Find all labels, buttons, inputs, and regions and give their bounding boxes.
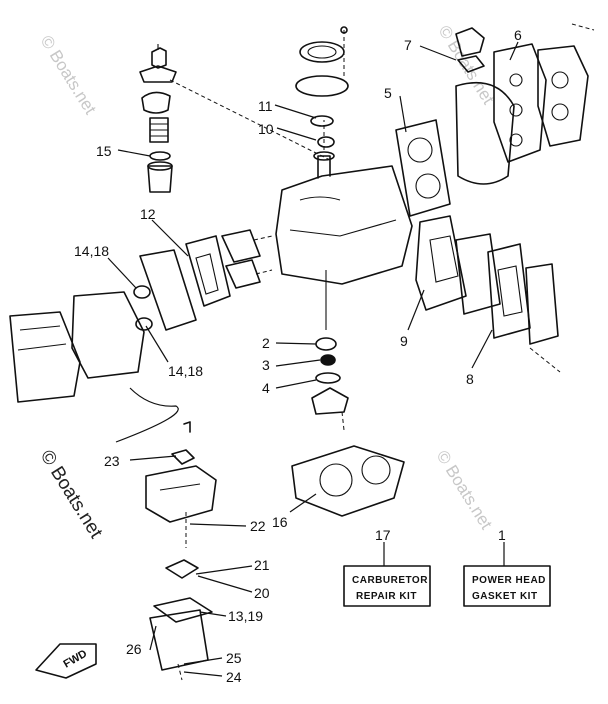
callout-1: 1 xyxy=(498,527,506,543)
callout-7: 7 xyxy=(404,37,412,53)
thermostat-assembly xyxy=(139,44,331,193)
callout-25: 25 xyxy=(226,650,242,666)
head-gasket xyxy=(395,119,451,217)
callout-5: 5 xyxy=(384,85,392,101)
powerhead-kit-line1: POWER HEAD xyxy=(472,575,546,586)
intake-plates xyxy=(415,215,561,373)
lower-seal-stack xyxy=(311,337,349,431)
callout-26: 26 xyxy=(126,641,142,657)
power-head-gasket-kit-box: POWER HEAD GASKET KIT xyxy=(463,542,551,607)
callout-10: 10 xyxy=(258,121,274,137)
cylinder-block xyxy=(275,120,413,330)
watermark-top-right: © Boats.net xyxy=(435,22,498,108)
carburetor-assembly xyxy=(115,387,217,681)
callout-9: 9 xyxy=(400,333,408,349)
watermark-top-left: © Boats.net xyxy=(37,32,100,118)
callout-12: 12 xyxy=(140,206,156,222)
carburetor-kit-line1: CARBURETOR xyxy=(352,575,428,586)
callout-8: 8 xyxy=(466,371,474,387)
callout-24: 24 xyxy=(226,669,242,685)
callout-17: 17 xyxy=(375,527,391,543)
callout-21: 21 xyxy=(254,557,270,573)
watermark-mid-right: © Boats.net xyxy=(433,447,496,533)
carburetor-kit-line2: REPAIR KIT xyxy=(356,591,417,602)
forward-direction-marker: FWD xyxy=(35,643,97,679)
crankcase-left xyxy=(9,249,197,403)
callout-13-19: 13,19 xyxy=(228,608,263,624)
callout-11: 11 xyxy=(258,98,273,114)
callout-4: 4 xyxy=(262,380,270,396)
powerhead-kit-line2: GASKET KIT xyxy=(472,591,538,602)
callout-14-18-upper: 14,18 xyxy=(74,243,109,259)
callout-22: 22 xyxy=(250,518,266,534)
crank-seal-stack xyxy=(295,26,349,148)
callout-3: 3 xyxy=(262,357,270,373)
callout-2: 2 xyxy=(262,335,270,351)
callout-15: 15 xyxy=(96,143,112,159)
callout-6: 6 xyxy=(514,27,522,43)
callout-14-18-lower: 14,18 xyxy=(168,363,203,379)
callout-20: 20 xyxy=(254,585,270,601)
callout-16: 16 xyxy=(272,514,288,530)
leader-lines xyxy=(107,41,519,677)
callout-23: 23 xyxy=(104,453,120,469)
exhaust-cover-group xyxy=(455,23,595,185)
lower-gasket xyxy=(291,445,405,517)
watermark-mid-left: © Boats.net xyxy=(36,447,107,543)
carburetor-repair-kit-box: CARBURETOR REPAIR KIT xyxy=(343,542,431,607)
fwd-label: FWD xyxy=(62,648,90,671)
bypass-cover-group xyxy=(185,229,273,307)
